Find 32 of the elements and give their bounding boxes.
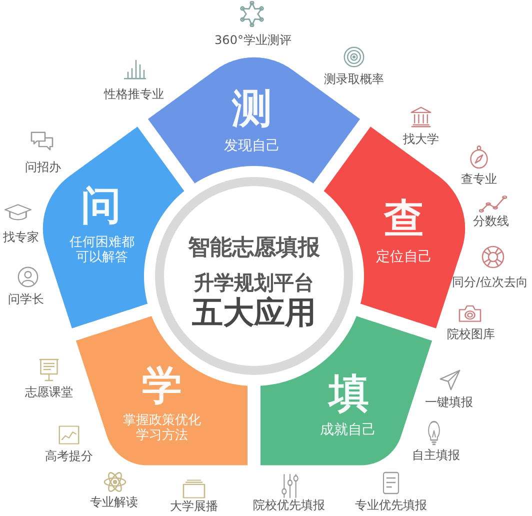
feature-label: 志愿课堂 — [25, 386, 73, 400]
feature-label: 找专家 — [3, 231, 39, 245]
feature-label: 院校优先填报 — [253, 499, 325, 513]
feature-label: 360°学业测评 — [214, 34, 292, 48]
segment-subtitle: 任何困难都可以解答 — [68, 236, 136, 266]
feature-label: 同分/位次去向 — [452, 276, 528, 290]
feature-label: 查专业 — [461, 173, 497, 187]
segment-subtitle: 掌握政策优化学习方法 — [122, 414, 202, 444]
platform-subtitle: 升学规划平台 — [194, 272, 314, 294]
feature-label: 分数线 — [473, 215, 509, 229]
feature-label: 专业解读 — [90, 496, 138, 510]
segment-title: 学 — [142, 363, 182, 409]
segment-title: 填 — [329, 371, 369, 417]
segment-subtitle: 发现自己 — [224, 138, 280, 154]
feature-label: 自主填报 — [412, 449, 460, 463]
platform-title: 智能志愿填报 — [188, 235, 320, 261]
feature-label: 一键填报 — [425, 396, 473, 410]
feature-label: 找大学 — [403, 133, 439, 147]
segment-subtitle: 定位自己 — [376, 248, 432, 266]
feature-label: 专业优先填报 — [355, 499, 427, 513]
feature-label: 院校图库 — [447, 328, 495, 342]
segment-subtitle: 成就自己 — [320, 422, 376, 438]
feature-label: 问招办 — [25, 161, 61, 175]
feature-label: 测录取概率 — [324, 73, 384, 87]
segment-title: 测 — [232, 86, 272, 132]
platform-headline: 五大应用 — [192, 296, 316, 332]
feature-label: 大学展播 — [170, 500, 218, 514]
feature-label: 问学长 — [8, 293, 44, 307]
segment-title: 查 — [384, 196, 424, 242]
segment-title: 问 — [81, 183, 121, 229]
feature-label: 性格推专业 — [104, 88, 164, 102]
feature-label: 高考提分 — [45, 450, 93, 464]
